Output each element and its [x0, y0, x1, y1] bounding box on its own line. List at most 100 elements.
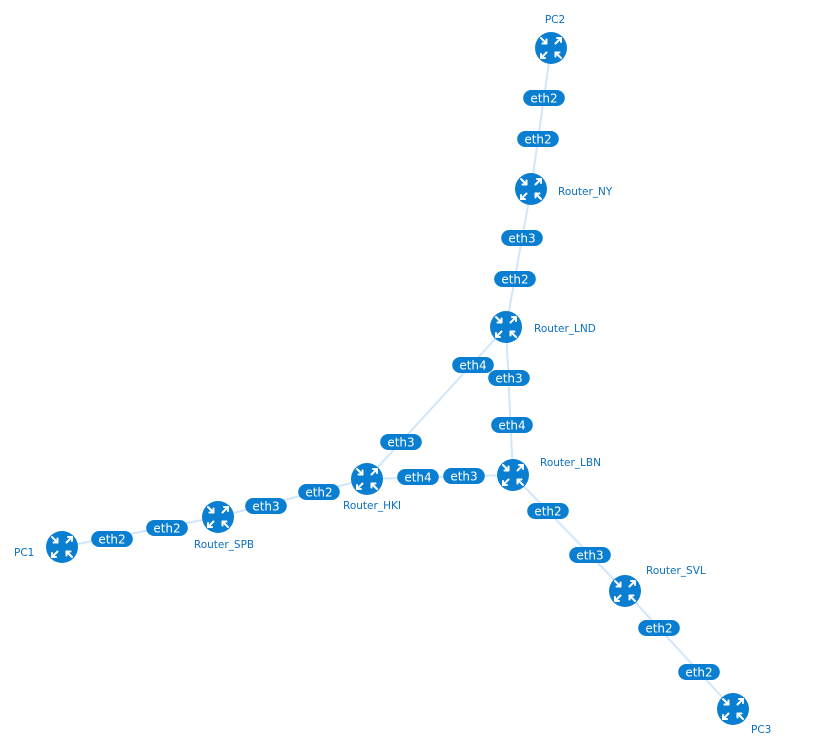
port-label: eth2 [524, 133, 551, 147]
port-pill-bg [443, 468, 485, 484]
port-router_hki-eth3[interactable]: eth3 [380, 434, 422, 450]
port-label: eth3 [252, 500, 279, 514]
port-router_ny-eth3[interactable]: eth3 [501, 230, 543, 246]
port-label: eth4 [498, 419, 525, 433]
link-router_svl-pc3[interactable] [624, 590, 734, 710]
port-router_spb-eth3[interactable]: eth3 [245, 498, 287, 514]
node-pc2[interactable]: PC2 [535, 14, 567, 64]
node-router-lnd[interactable]: Router_LND [490, 311, 596, 343]
node-router-spb[interactable]: Router_SPB [194, 501, 254, 551]
port-router_lnd-eth4[interactable]: eth4 [452, 357, 494, 373]
link-router_hki-router_lbn[interactable] [366, 474, 514, 480]
port-pc3-eth2[interactable]: eth2 [678, 664, 720, 680]
node-circle [490, 311, 522, 343]
node-circle [609, 575, 641, 607]
node-router-ny[interactable]: Router_NY [515, 173, 613, 205]
port-pill-bg [678, 664, 720, 680]
port-label: eth2 [685, 666, 712, 680]
router-icon [540, 37, 562, 59]
link-pc2-router_ny[interactable] [530, 47, 552, 190]
port-pill-bg [146, 520, 188, 536]
router-icon [722, 698, 744, 720]
node-label: PC3 [751, 724, 771, 736]
port-pill-bg [397, 469, 439, 485]
node-router-lbn[interactable]: Router_LBN [497, 457, 601, 491]
link-router_lbn-router_svl[interactable] [512, 474, 626, 592]
port-router_lbn-eth4[interactable]: eth4 [491, 417, 533, 433]
node-label: Router_SVL [646, 565, 706, 577]
router-icon [51, 536, 73, 558]
link-router_lnd-router_lbn[interactable] [505, 326, 514, 476]
port-label: eth3 [508, 232, 535, 246]
node-circle [515, 173, 547, 205]
port-pill-bg [452, 357, 494, 373]
node-router-svl[interactable]: Router_SVL [609, 565, 706, 607]
node-circle [535, 32, 567, 64]
node-circle [497, 459, 529, 491]
link-router_hki-router_spb[interactable] [217, 478, 368, 518]
port-pill-bg [569, 547, 611, 563]
port-router_hki-eth4[interactable]: eth4 [397, 469, 439, 485]
port-router_lnd-eth2[interactable]: eth2 [494, 271, 536, 287]
port-pill-bg [523, 90, 565, 106]
port-router_svl-eth2[interactable]: eth2 [638, 620, 680, 636]
router-icon [520, 178, 542, 200]
port-pill-bg [488, 370, 530, 386]
node-label: PC2 [545, 14, 565, 26]
port-pill-bg [245, 498, 287, 514]
node-label: Router_LND [534, 323, 596, 335]
port-label: eth2 [153, 522, 180, 536]
port-router_lnd-eth3[interactable]: eth3 [488, 370, 530, 386]
port-pill-bg [638, 620, 680, 636]
port-pill-bg [501, 230, 543, 246]
node-circle [717, 693, 749, 725]
port-router_spb-eth2[interactable]: eth2 [146, 520, 188, 536]
port-pill-bg [491, 417, 533, 433]
port-label: eth2 [98, 533, 125, 547]
port-label: eth4 [404, 471, 431, 485]
port-label: eth2 [530, 92, 557, 106]
link-router_ny-router_lnd[interactable] [505, 188, 532, 328]
port-pill-bg [527, 503, 569, 519]
port-label: eth2 [305, 486, 332, 500]
link-router_lnd-router_hki[interactable] [366, 326, 507, 480]
node-label: PC1 [14, 547, 34, 559]
router-icon [614, 580, 636, 602]
node-label: Router_NY [558, 186, 613, 198]
port-pill-bg [298, 484, 340, 500]
port-pc2-eth2[interactable]: eth2 [523, 90, 565, 106]
node-pc3[interactable]: PC3 [717, 693, 771, 736]
port-router_lbn-eth2[interactable]: eth2 [527, 503, 569, 519]
router-icon [502, 464, 524, 486]
port-label: eth3 [450, 470, 477, 484]
node-pc1[interactable]: PC1 [14, 531, 78, 563]
node-router-hki[interactable]: Router_HKI [343, 463, 401, 512]
links-layer [61, 47, 734, 710]
port-pill-bg [91, 531, 133, 547]
port-pill-bg [517, 131, 559, 147]
router-icon [356, 468, 378, 490]
router-icon [207, 506, 229, 528]
port-pc1-eth2[interactable]: eth2 [91, 531, 133, 547]
node-label: Router_HKI [343, 500, 401, 512]
router-icon [495, 316, 517, 338]
node-label: Router_LBN [540, 457, 601, 469]
port-label: eth4 [459, 359, 486, 373]
link-router_spb-pc1[interactable] [61, 516, 219, 548]
node-circle [46, 531, 78, 563]
port-router_hki-eth2[interactable]: eth2 [298, 484, 340, 500]
port-pill-bg [380, 434, 422, 450]
port-label: eth3 [576, 549, 603, 563]
node-label: Router_SPB [194, 539, 254, 551]
port-label: eth3 [387, 436, 414, 450]
port-router_svl-eth3[interactable]: eth3 [569, 547, 611, 563]
port-router_ny-eth2[interactable]: eth2 [517, 131, 559, 147]
node-circle [202, 501, 234, 533]
port-pill-bg [494, 271, 536, 287]
port-label: eth2 [534, 505, 561, 519]
port-label: eth2 [645, 622, 672, 636]
port-router_lbn-eth3[interactable]: eth3 [443, 468, 485, 484]
